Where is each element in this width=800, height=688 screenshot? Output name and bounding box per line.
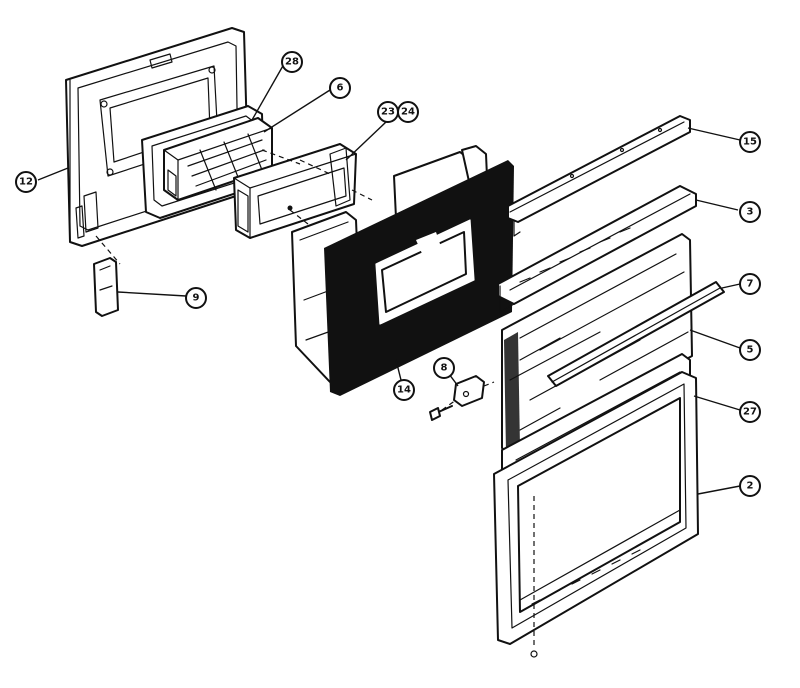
callout-8: 8 [433,357,455,379]
alignment-lines [261,149,373,225]
callout-6-top: 6 [329,77,351,99]
part-9-hinge [93,235,121,317]
callout-8-label: 8 [441,363,448,374]
callout-2-label: 2 [747,481,754,492]
callout-9: 9 [185,287,207,309]
callout-14: 14 [393,379,415,401]
callout-6-top-label: 6 [337,83,344,94]
callout-28-label: 28 [285,57,299,68]
callout-12: 12 [15,171,37,193]
part-8-bracket [429,375,495,421]
callout-15-label: 15 [743,137,757,148]
part-2-door-frame [493,371,699,658]
callout-7: 7 [739,273,761,295]
callout-27-label: 27 [743,407,757,418]
callout-2: 2 [739,475,761,497]
callout-3-label: 3 [747,207,754,218]
part-7-handle [547,281,725,387]
callout-27: 27 [739,401,761,423]
callout-7-label: 7 [747,279,754,290]
part-15-top-strip [507,115,691,237]
callout-14-label: 14 [397,385,411,396]
leader-lines [37,63,741,495]
part-23-24-vent [233,143,357,239]
callout-15: 15 [739,131,761,153]
callout-9-label: 9 [193,293,200,304]
part-5-glass-panel [501,233,693,455]
callout-5-label: 5 [747,345,754,356]
callout-5: 5 [739,339,761,361]
part-3-vent-trim [497,185,697,313]
part-14-outer-panel [324,160,514,396]
callout-28: 28 [281,51,303,73]
callout-24: 24 [397,101,419,123]
callout-12-label: 12 [19,177,33,188]
callout-3: 3 [739,201,761,223]
callout-23: 23 [377,101,399,123]
callout-24-label: 24 [401,107,415,118]
callout-23-label: 23 [381,107,395,118]
